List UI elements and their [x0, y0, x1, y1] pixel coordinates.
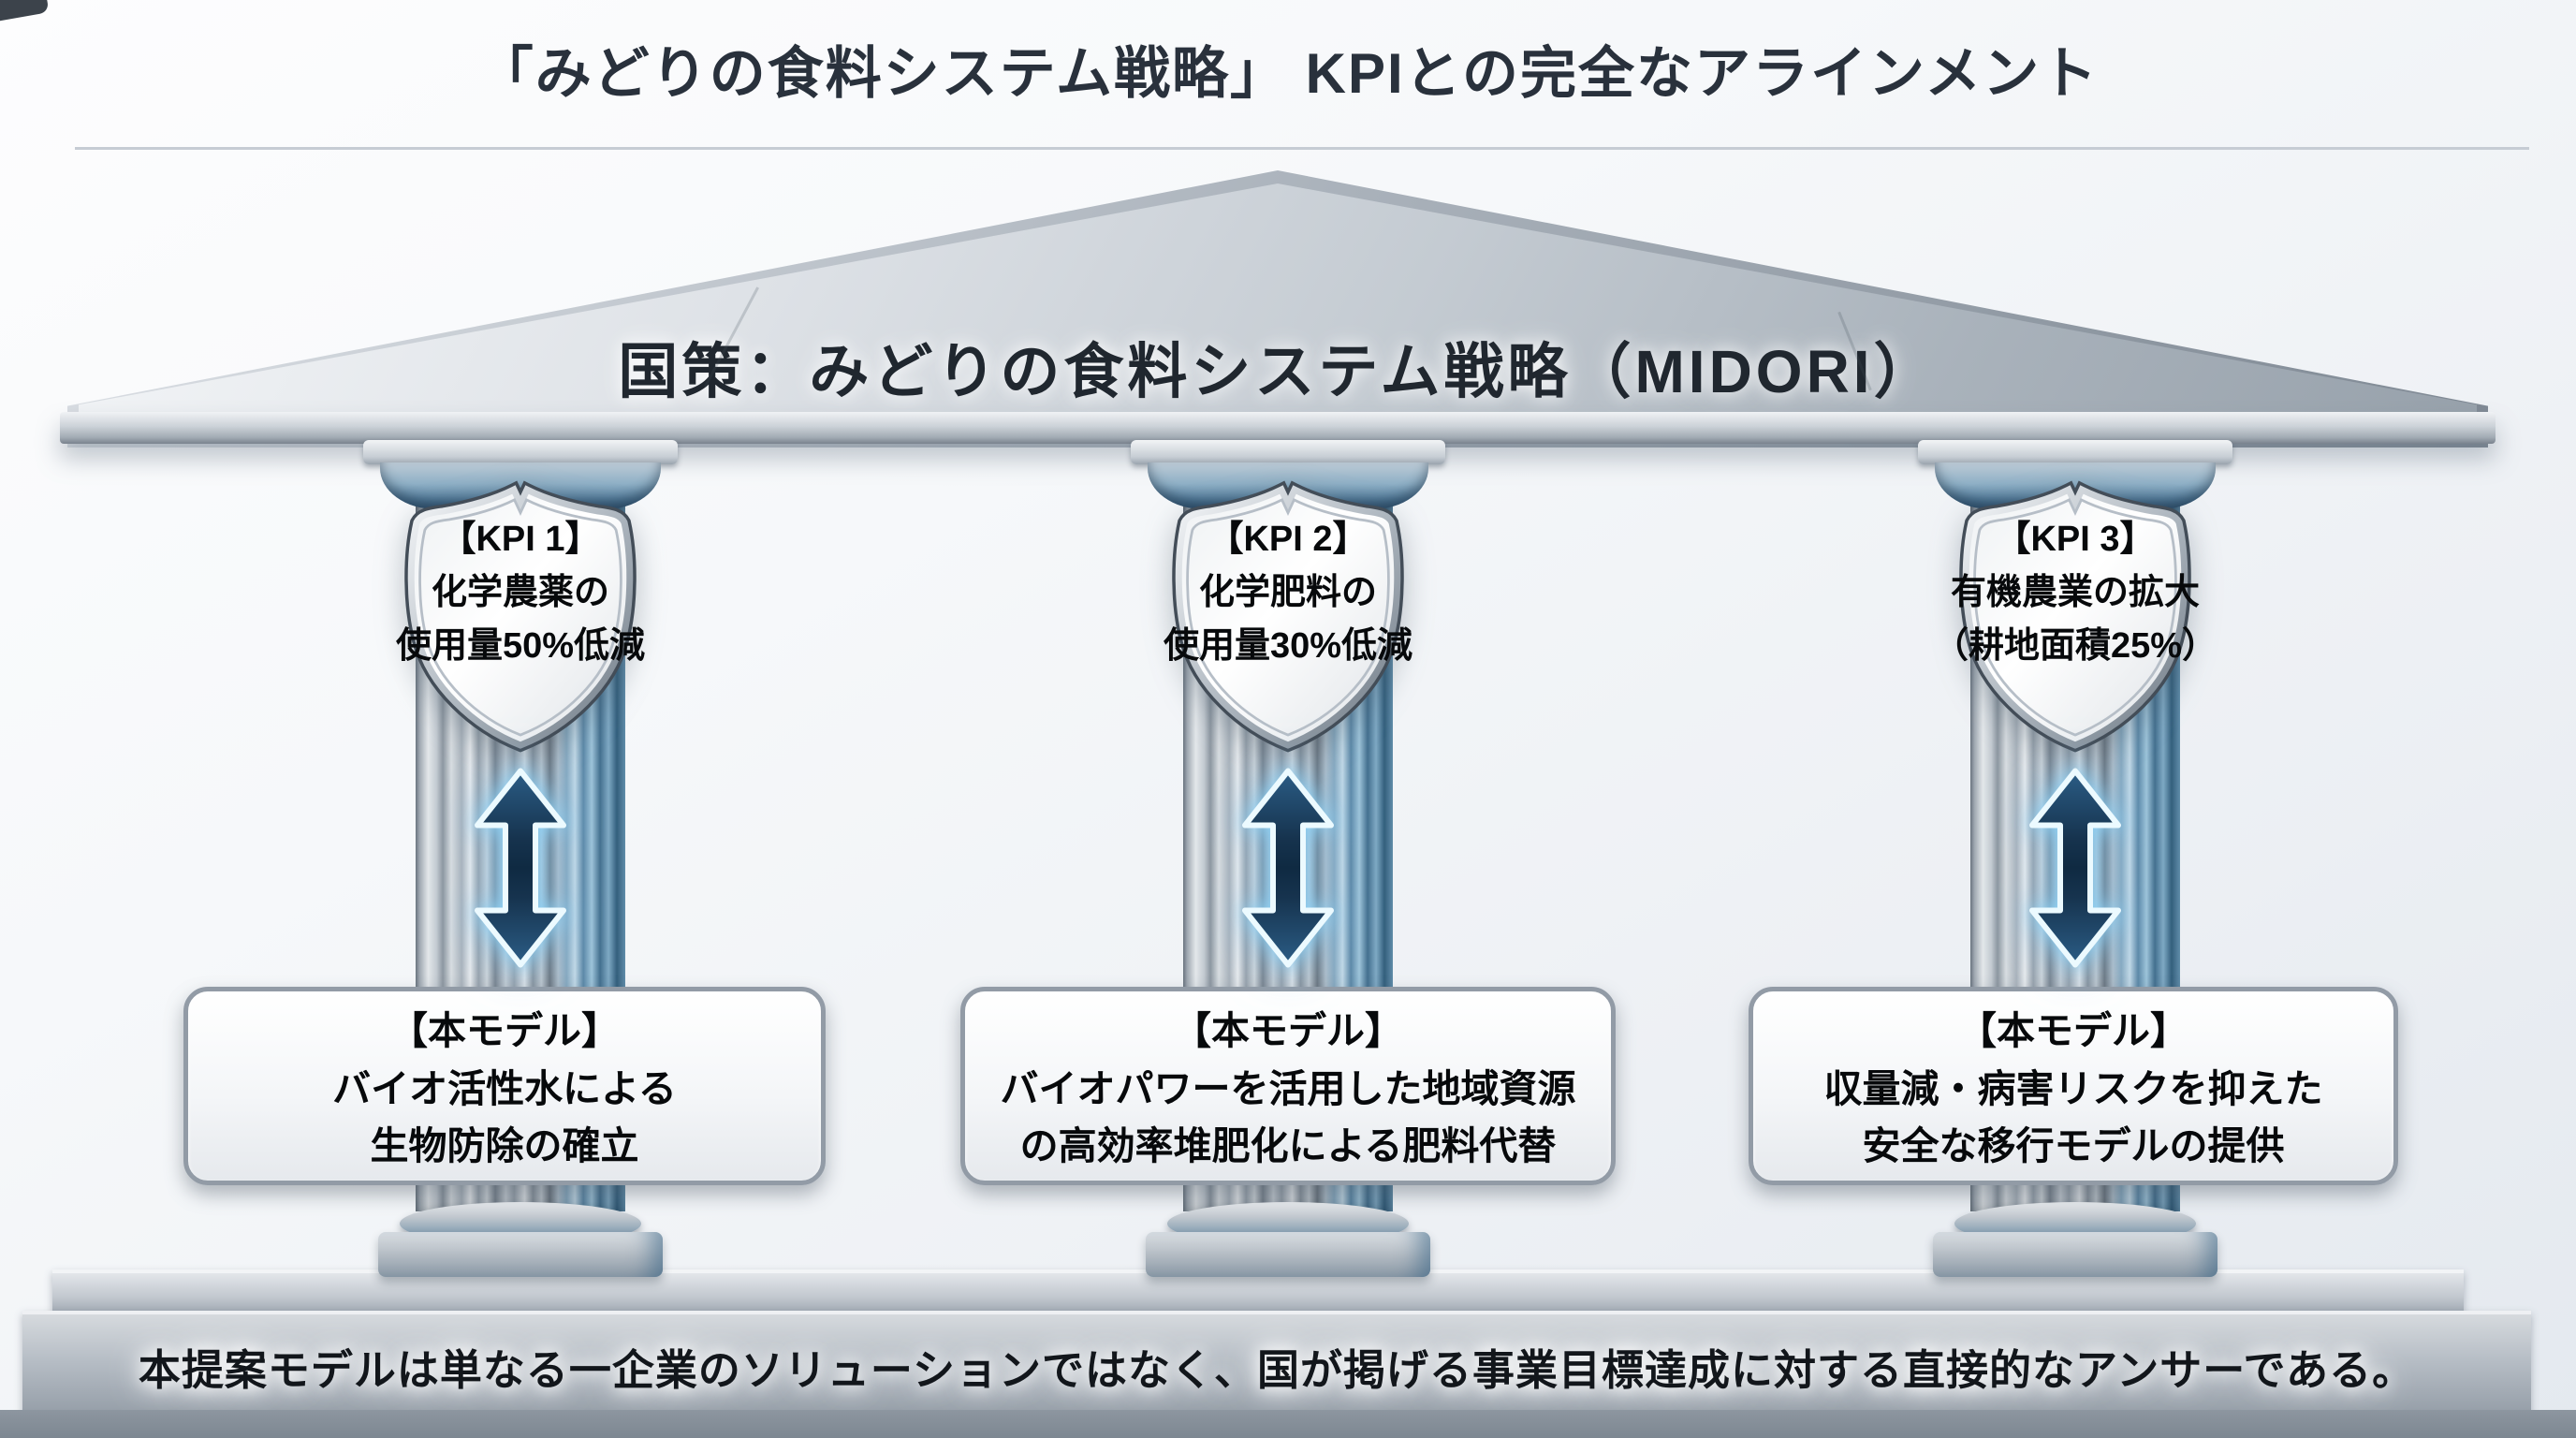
kpi-1-shield: 【KPI 1】 化学農薬の 使用量50%低減 — [385, 466, 656, 756]
base-step-main: 本提案モデルは単なる一企業のソリューションではなく、国が掲げる事業目標達成に対す… — [22, 1311, 2531, 1417]
model-tag: 【本モデル】 — [389, 1009, 620, 1052]
kpi-line: 化学肥料の — [1198, 573, 1377, 612]
corner-artifact — [0, 0, 50, 25]
shield-icon — [1172, 480, 1404, 753]
pediment: 国策：みどりの食料システム戦略（MIDORI） — [79, 183, 2477, 444]
model-line: の高効率堆肥化による肥料代替 — [1019, 1124, 1557, 1167]
kpi-line: （耕地面積25%） — [1932, 626, 2218, 666]
model-tag: 【本モデル】 — [1958, 1009, 2188, 1052]
pillar-3-base-plinth — [1933, 1232, 2217, 1277]
base-step-lower — [0, 1410, 2576, 1438]
kpi-tag: 【KPI 3】 — [1995, 520, 2156, 559]
kpi-3-text: 【KPI 3】 有機農業の拡大 （耕地面積25%） — [1921, 513, 2230, 673]
double-arrow-icon — [475, 768, 566, 968]
entablature-shelf — [60, 412, 2496, 444]
model-line: バイオ活性水による — [332, 1066, 677, 1110]
model-tag: 【本モデル】 — [1173, 1009, 1403, 1052]
shield-icon — [1959, 480, 2191, 753]
model-line: 生物防除の確立 — [370, 1124, 639, 1167]
model-box-2: 【本モデル】 バイオパワーを活用した地域資源 の高効率堆肥化による肥料代替 — [960, 987, 1616, 1185]
kpi-3-shield: 【KPI 3】 有機農業の拡大 （耕地面積25%） — [1933, 466, 2217, 756]
model-box-1: 【本モデル】 バイオ活性水による 生物防除の確立 — [183, 987, 826, 1185]
kpi-1-text: 【KPI 1】 化学農薬の 使用量50%低減 — [366, 513, 675, 673]
kpi-2-text: 【KPI 2】 化学肥料の 使用量30%低減 — [1134, 513, 1442, 673]
page-title: 「みどりの食料システム戦略」 KPIとの完全なアラインメント — [476, 42, 2100, 105]
pillar-3-abacus — [1918, 440, 2232, 464]
kpi-tag: 【KPI 2】 — [1208, 520, 1368, 559]
pillar-1-abacus — [363, 440, 678, 464]
pillar-2-base-plinth — [1146, 1232, 1430, 1277]
model-line: 安全な移行モデルの提供 — [1862, 1124, 2285, 1167]
model-box-3: 【本モデル】 収量減・病害リスクを抑えた 安全な移行モデルの提供 — [1749, 987, 2398, 1185]
shield-icon — [404, 480, 637, 753]
kpi-line: 使用量30%低減 — [1163, 626, 1413, 666]
kpi-line: 化学農薬の — [431, 573, 609, 612]
pediment-label: 国策：みどりの食料システム戦略（MIDORI） — [618, 338, 1938, 405]
pillar-1-capital — [363, 440, 678, 511]
kpi-2-shield: 【KPI 2】 化学肥料の 使用量30%低減 — [1152, 466, 1424, 756]
model-line: バイオパワーを活用した地域資源 — [1000, 1066, 1576, 1110]
double-arrow-icon — [1242, 768, 1334, 968]
model-line: 収量減・病害リスクを抑えた — [1823, 1066, 2323, 1110]
pillar-2-abacus — [1131, 440, 1445, 464]
pillar-1-base-plinth — [378, 1232, 663, 1277]
double-arrow-icon — [2029, 768, 2121, 968]
kpi-line: 使用量50%低減 — [395, 626, 646, 666]
base-statement: 本提案モデルは単なる一企業のソリューションではなく、国が掲げる事業目標達成に対す… — [138, 1345, 2416, 1394]
kpi-tag: 【KPI 1】 — [440, 520, 601, 559]
kpi-line: 有機農業の拡大 — [1950, 573, 2200, 612]
title-divider — [75, 147, 2529, 150]
